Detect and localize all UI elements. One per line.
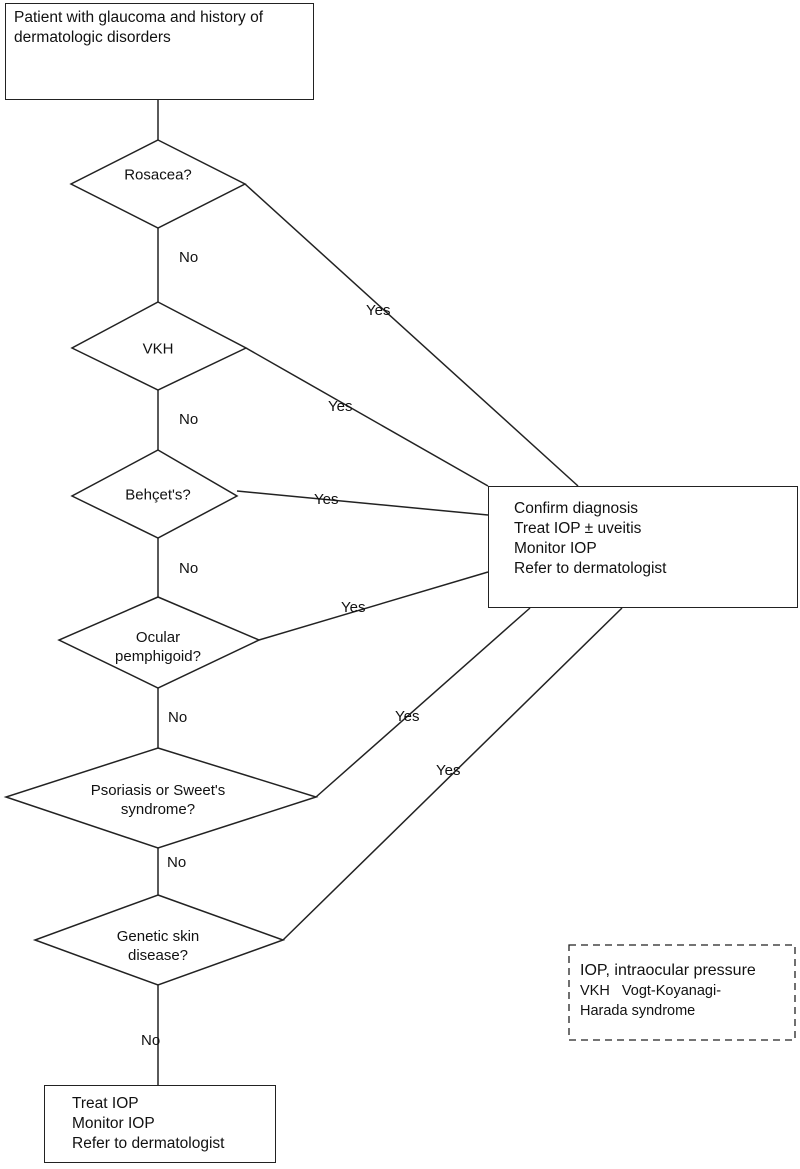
edge-yes-psoriasis [315,607,531,798]
start-box: Patient with glaucoma and history of der… [5,3,314,100]
decision-behcets-shape [70,449,239,539]
label-yes-1: Yes [366,302,391,319]
start-text-line2: dermatologic disorders [14,29,171,46]
label-yes-6: Yes [436,762,461,779]
outcome-confirm-line4: Refer to dermatologist [514,560,667,577]
outcome-confirm-line2: Treat IOP ± uveitis [514,520,642,537]
start-text-line1: Patient with glaucoma and history of [14,9,263,26]
decision-genetic-line2: disease? [127,947,189,964]
decision-rosacea: Rosacea? [124,166,192,185]
decision-genetic-shape [32,894,286,986]
decision-psoriasis-line1: Psoriasis or Sweet's [90,782,226,799]
decision-genetic-line1: Genetic skin [116,928,200,945]
decision-pemphigoid: Ocular pemphigoid? [115,628,201,666]
outcome-treat-line3: Refer to dermatologist [72,1135,225,1152]
label-no-4: No [168,709,188,726]
label-yes-3: Yes [314,491,339,508]
decision-pemphigoid-shape [57,596,261,689]
decision-vkh-shape [70,301,248,391]
legend-line2: VKH Vogt-Koyanagi- [580,983,722,999]
outcome-treat-line2: Monitor IOP [72,1115,155,1132]
decision-psoriasis: Psoriasis or Sweet's syndrome? [91,781,226,819]
legend-line1: IOP, intraocular pressure [580,962,756,979]
label-no-5: No [167,854,187,871]
label-no-3: No [179,560,199,577]
outcome-confirm-box: Confirm diagnosis Treat IOP ± uveitis Mo… [488,486,798,608]
decision-psoriasis-line2: syndrome? [120,801,196,818]
decision-psoriasis-shape [3,747,319,849]
edge-yes-rosacea [244,183,579,487]
label-yes-2: Yes [328,398,353,415]
outcome-confirm-line1: Confirm diagnosis [514,500,639,517]
legend-border [568,944,796,1041]
decision-pemphigoid-line1: Ocular [135,629,181,646]
decision-vkh-text: VKH [142,340,174,358]
decision-pemphigoid-line2: pemphigoid? [115,648,201,665]
decision-behcets-text: Behçet's? [125,486,191,504]
label-no-6: No [141,1032,161,1049]
legend-line3: Harada syndrome [580,1003,696,1019]
label-no-2: No [179,411,199,428]
decision-behcets: Behçet's? [125,486,190,505]
decision-rosacea-text: Rosacea? [124,166,192,184]
edge-yes-behcets [236,490,489,516]
label-yes-4: Yes [341,599,366,616]
legend: IOP, intraocular pressure VKH Vogt-Koyan… [580,961,756,1021]
outcome-treat-line1: Treat IOP [72,1095,139,1112]
edge-yes-pemphigoid [258,571,489,641]
outcome-treat-box: Treat IOP Monitor IOP Refer to dermatolo… [44,1085,276,1163]
outcome-confirm-line3: Monitor IOP [514,540,597,557]
decision-rosacea-shape [69,139,247,229]
decision-genetic: Genetic skin disease? [117,927,200,965]
decision-vkh: VKH [143,340,174,359]
label-no-1: No [179,249,199,266]
label-yes-5: Yes [395,708,420,725]
edge-yes-genetic [282,607,623,941]
edge-yes-vkh [245,347,489,487]
